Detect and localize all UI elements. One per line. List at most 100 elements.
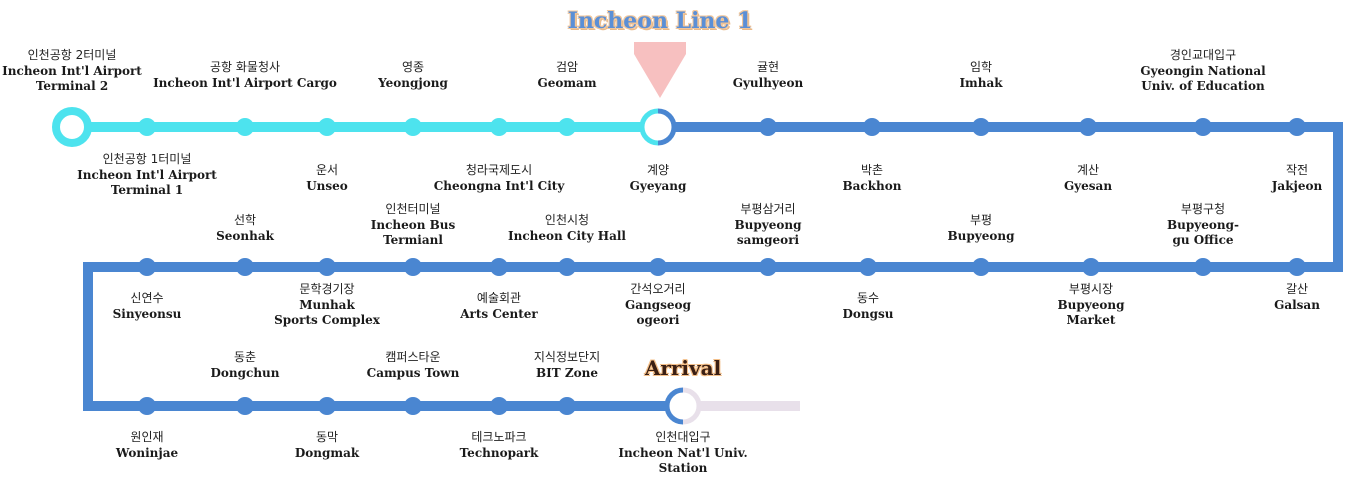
station-name-korean: 지식정보단지 <box>533 350 601 364</box>
station-name-korean: 인천대입구 <box>655 430 711 444</box>
station-dot <box>639 108 677 146</box>
station-name-korean: 부평구청 <box>1180 202 1226 216</box>
station-name-korean: 인천공항 1터미널 <box>102 152 192 166</box>
station-label: 인천대입구 Incheon Nat'l Univ. Station <box>618 430 747 476</box>
station-name-korean: 동수 <box>856 291 880 305</box>
station-name-korean: 박촌 <box>860 163 884 177</box>
station-name-english: Sinyeonsu <box>112 307 182 321</box>
station-name-korean: 공항 화물청사 <box>209 60 281 74</box>
route-line <box>83 122 1343 411</box>
station-name-english: Gyeongin National Univ. of Education <box>1140 64 1266 93</box>
station-label: 귤현 Gyulhyeon <box>733 60 804 91</box>
station-name-english: Bupyeong- gu Office <box>1167 218 1239 247</box>
station-dot <box>138 258 156 276</box>
station-name-english: Gangseog ogeori <box>625 298 691 327</box>
station-label: 갈산 Galsan <box>1274 282 1320 313</box>
station-name-english: Woninjae <box>115 446 179 460</box>
station-name-english: Geomam <box>537 76 597 90</box>
station-dot <box>236 118 254 136</box>
station-name-english: Gyulhyeon <box>732 76 804 90</box>
station-name-english: Incheon City Hall <box>508 229 626 243</box>
station-label: 검암 Geomam <box>537 60 596 91</box>
station-name-korean: 캠퍼스타운 <box>385 350 441 364</box>
station-name-korean: 예술회관 <box>476 291 522 305</box>
station-name-korean: 동막 <box>315 430 339 444</box>
station-dot <box>759 118 777 136</box>
station-dot <box>318 118 336 136</box>
station-name-korean: 검암 <box>555 60 579 74</box>
arrival-label: Arrival <box>644 356 722 380</box>
station-dot <box>972 258 990 276</box>
station-dot <box>490 118 508 136</box>
station-dots <box>52 107 1306 425</box>
station-name-korean: 청라국제도시 <box>465 163 533 177</box>
station-dot <box>1194 258 1212 276</box>
station-dot <box>1194 118 1212 136</box>
station-dot <box>1288 258 1306 276</box>
station-dot <box>759 258 777 276</box>
station-name-korean: 선학 <box>233 213 257 227</box>
station-name-english: Incheon Bus Termianl <box>370 218 456 247</box>
station-name-korean: 임학 <box>969 60 993 74</box>
station-label: 부평구청 Bupyeong- gu Office <box>1167 202 1239 248</box>
station-dot <box>490 397 508 415</box>
station-label: 부평삼거리 Bupyeong samgeori <box>735 202 802 248</box>
station-name-english: Jakjeon <box>1271 179 1323 193</box>
station-label: 인천시청 Incheon City Hall <box>508 213 626 244</box>
station-label: 임학 Imhak <box>959 60 1002 91</box>
station-name-english: Galsan <box>1274 298 1320 312</box>
station-dot <box>404 118 422 136</box>
station-dot <box>236 397 254 415</box>
station-name-korean: 인천시청 <box>544 213 590 227</box>
station-name-korean: 작전 <box>1285 163 1309 177</box>
station-dot <box>972 118 990 136</box>
station-name-english: BIT Zone <box>536 366 598 380</box>
station-label: 지식정보단지 BIT Zone <box>534 350 600 381</box>
station-name-korean: 문학경기장 <box>299 282 355 296</box>
station-dot <box>1082 258 1100 276</box>
station-dot <box>404 258 422 276</box>
station-dot <box>859 258 877 276</box>
station-name-korean: 테크노파크 <box>471 430 527 444</box>
station-name-english: Incheon Nat'l Univ. Station <box>618 446 748 475</box>
station-name-korean: 부평 <box>969 213 993 227</box>
station-label: 작전 Jakjeon <box>1272 163 1322 194</box>
station-name-korean: 귤현 <box>756 60 780 74</box>
station-name-korean: 인천공항 2터미널 <box>27 48 117 62</box>
current-position-arrow-icon <box>634 42 686 98</box>
station-name-english: Gyeyang <box>629 179 687 193</box>
station-name-korean: 부평삼거리 <box>740 202 796 216</box>
station-name-english: Bupyeong Market <box>1057 298 1125 327</box>
station-dot <box>52 107 92 147</box>
station-name-english: Seonhak <box>216 229 274 243</box>
station-label: 테크노파크 Technopark <box>460 430 539 461</box>
station-name-english: Technopark <box>459 446 539 460</box>
station-dot <box>236 258 254 276</box>
station-dot <box>558 118 576 136</box>
station-name-english: Dongsu <box>842 307 894 321</box>
station-name-english: Bupyeong samgeori <box>734 218 802 247</box>
station-name-korean: 갈산 <box>1285 282 1309 296</box>
station-dot <box>558 397 576 415</box>
station-name-korean: 운서 <box>315 163 339 177</box>
station-name-english: Imhak <box>959 76 1003 90</box>
station-dot <box>664 387 702 425</box>
station-dot <box>138 118 156 136</box>
